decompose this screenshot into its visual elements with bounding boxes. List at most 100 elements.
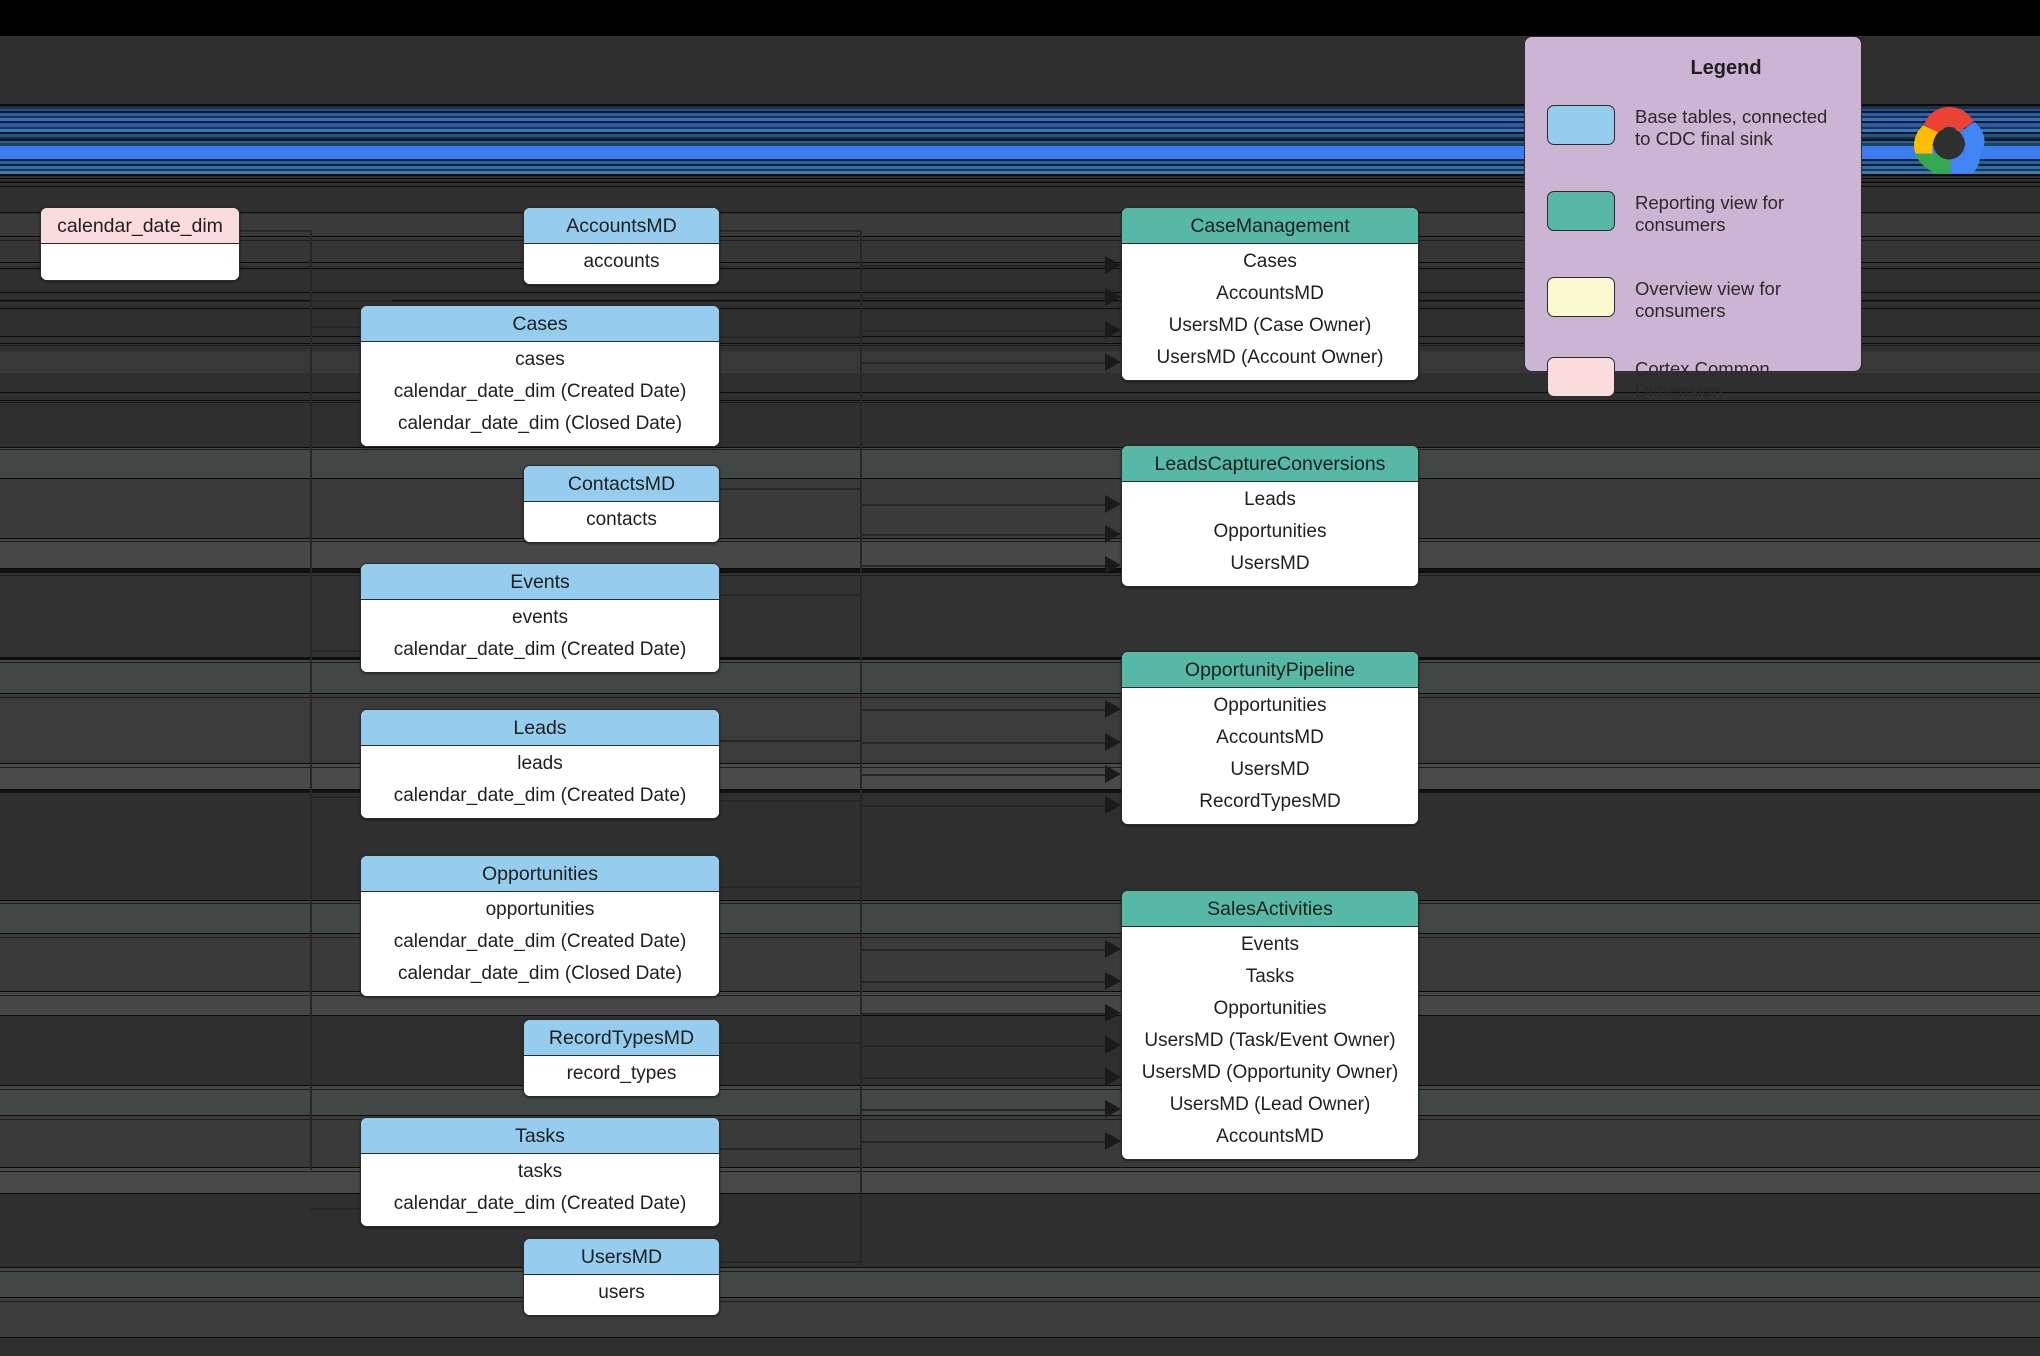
legend-label: Overview view for consumers [1635,278,1781,321]
connector-line [860,709,1105,711]
entity-box-title: SalesActivities [1122,891,1418,927]
glitch-hairline [0,789,2040,790]
glitch-hairline [0,1271,2040,1272]
connector-line [860,504,1105,506]
blue-stripe [0,121,2040,123]
glitch-hairline [0,240,2040,241]
connector-line [720,230,860,232]
glitch-hairline [0,575,2040,576]
glitch-band [0,1086,2040,1116]
glitch-hairline [0,662,2040,663]
entity-box-rows [41,244,239,280]
blue-stripe [0,169,2040,171]
entity-box-calendar_date_dim[interactable]: calendar_date_dim [40,207,240,281]
connector-arrowhead [1105,940,1121,958]
glitch-hairline [0,1085,2040,1086]
connector-arrowhead [1105,796,1121,814]
connector-line [310,796,400,798]
connector-line [310,230,312,1170]
glitch-hairline [0,659,2040,660]
glitch-hairline [0,301,2040,302]
entity-row: Opportunities [1213,521,1327,542]
entity-row: UsersMD (Lead Owner) [1169,1094,1371,1115]
glitch-hairline [0,763,2040,764]
glitch-band [0,900,2040,934]
glitch-band [0,1268,2040,1298]
blue-stripe [0,123,2040,127]
entity-row: opportunities [485,899,595,920]
glitch-hairline [0,937,2040,938]
connector-line [720,1148,860,1150]
connector-arrowhead [1105,1004,1121,1022]
blue-stripe [0,111,2040,113]
entity-box-title: Cases [361,306,719,342]
glitch-hairline [0,178,2040,179]
glitch-hairline [0,292,2040,293]
connector-line [860,742,1105,744]
entity-row: events [512,607,568,628]
legend-item-1: Reporting view for consumers [1547,191,1847,236]
connector-arrowhead [1105,1068,1121,1086]
glitch-hairline [0,1167,2040,1168]
glitch-hairline [0,572,2040,573]
connector-line [860,1045,1105,1047]
glitch-hairline [0,262,2040,263]
connector-line [860,565,1105,567]
entity-row: users [598,1282,645,1303]
connector-arrowhead [1105,525,1121,543]
entity-box-rows: contacts [524,502,719,542]
connector-line [860,774,1105,776]
entity-row: Tasks [1245,966,1295,987]
blue-stripe [0,164,2040,166]
blue-stripe [0,171,2040,174]
connector-line [860,1013,1105,1015]
glitch-band [0,447,2040,479]
blue-stripe-glitch [0,104,2040,176]
connector-line [720,336,860,338]
glitch-hairline [0,538,2040,539]
connector-line [310,650,400,652]
glitch-hairline [0,308,2040,309]
glitch-hairline [0,392,2040,393]
glitch-hairline [0,1015,2040,1016]
glitch-hairline [0,449,2040,450]
connector-line [860,362,1105,364]
entity-row: Opportunities [1213,695,1327,716]
entity-row: Leads [1244,489,1296,510]
connector-arrowhead [1105,495,1121,513]
connector-line [860,1077,1105,1079]
glitch-band [0,790,2040,793]
glitch-hairline [0,182,2040,183]
connector-arrowhead [1105,700,1121,718]
entity-box-title: Tasks [361,1118,719,1154]
connector-arrowhead [1105,972,1121,990]
connector-line [310,1208,400,1210]
entity-row: calendar_date_dim (Closed Date) [397,413,683,434]
entity-row: cases [515,349,565,370]
glitch-band [0,1298,2040,1338]
entity-row: tasks [517,1161,563,1182]
legend-item-3: Cortex Common Dimension [1547,357,1847,402]
entity-box-title: OpportunityPipeline [1122,652,1418,688]
connector-line [860,1109,1105,1111]
glitch-hairline [0,400,2040,401]
blue-stripe [0,113,2040,116]
glitch-hairline [0,1337,2040,1338]
connector-arrowhead [1105,1036,1121,1054]
